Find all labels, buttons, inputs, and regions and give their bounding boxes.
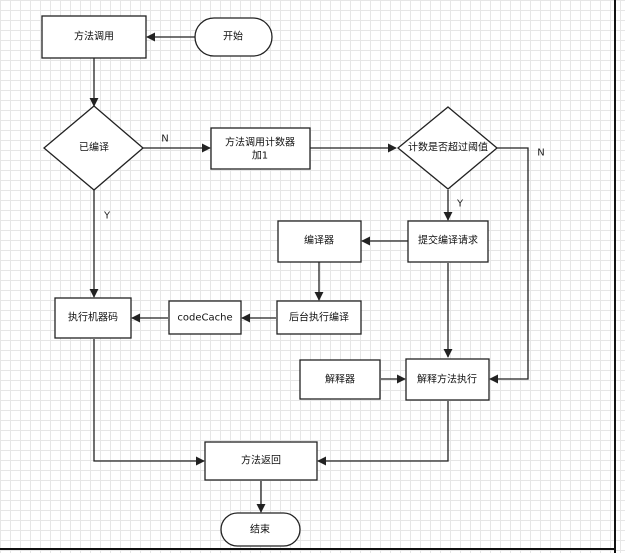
node-label-line1: 方法调用计数器 [225, 136, 295, 149]
frame-border-bottom [0, 548, 616, 550]
node-label: codeCache [177, 313, 232, 324]
node-label: 计数是否超过阈值 [408, 141, 488, 154]
node-label: 提交编译请求 [418, 234, 478, 247]
node-label-line2: 加1 [252, 150, 268, 162]
node-method-return: 方法返回 [204, 441, 318, 481]
node-label: 已编译 [79, 141, 109, 154]
node-label: 方法调用 [74, 30, 114, 43]
node-label: 后台执行编译 [289, 311, 349, 324]
node-label: 编译器 [304, 234, 334, 247]
node-label: 解释方法执行 [417, 373, 477, 386]
frame-border-right [614, 0, 616, 553]
node-interpret-exec: 解释方法执行 [405, 358, 490, 401]
node-label: 结束 [250, 523, 270, 536]
node-interpreter: 解释器 [299, 359, 381, 400]
node-start: 开始 [194, 17, 273, 57]
node-end: 结束 [220, 512, 301, 547]
node-label: 方法返回 [241, 454, 281, 467]
node-label: 执行机器码 [68, 311, 118, 324]
edge-exec-to-return [93, 339, 205, 466]
edge-interpret-to-return [317, 401, 449, 466]
edge-label-n-compiled: N [161, 134, 168, 145]
node-compiled-check: 已编译 [42, 105, 144, 191]
edge-threshold-to-interpret [489, 147, 529, 384]
node-exec-machine-code: 执行机器码 [54, 297, 132, 339]
node-background-compile: 后台执行编译 [276, 300, 362, 335]
node-code-cache: codeCache [168, 300, 242, 335]
edge-label-y-threshold: Y [456, 199, 464, 210]
node-counter: 方法调用计数器 加1 [210, 127, 311, 170]
edges [89, 32, 529, 513]
node-method-call: 方法调用 [41, 15, 147, 59]
edge-label-y-compiled: Y [103, 211, 111, 222]
node-label: 解释器 [325, 373, 355, 386]
edge-label-n-threshold: N [537, 148, 544, 159]
node-label: 开始 [223, 30, 243, 43]
node-threshold-check: 计数是否超过阈值 [396, 106, 499, 190]
node-submit-compile: 提交编译请求 [407, 220, 489, 263]
node-compiler: 编译器 [277, 220, 362, 263]
